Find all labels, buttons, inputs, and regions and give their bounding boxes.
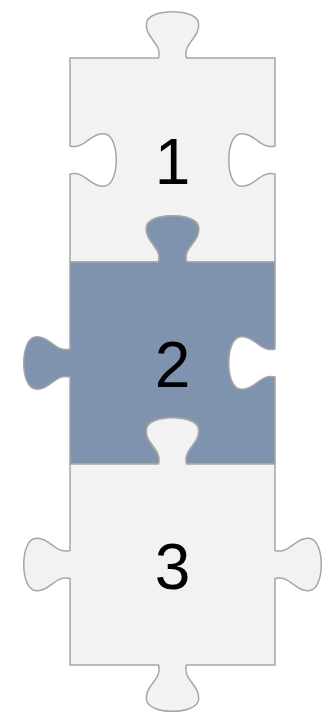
- piece-number: 2: [155, 333, 191, 397]
- piece-number: 3: [155, 535, 191, 599]
- piece-shape: [24, 418, 322, 712]
- puzzle-piece: 3: [16, 410, 324, 719]
- piece-number: 1: [155, 130, 191, 194]
